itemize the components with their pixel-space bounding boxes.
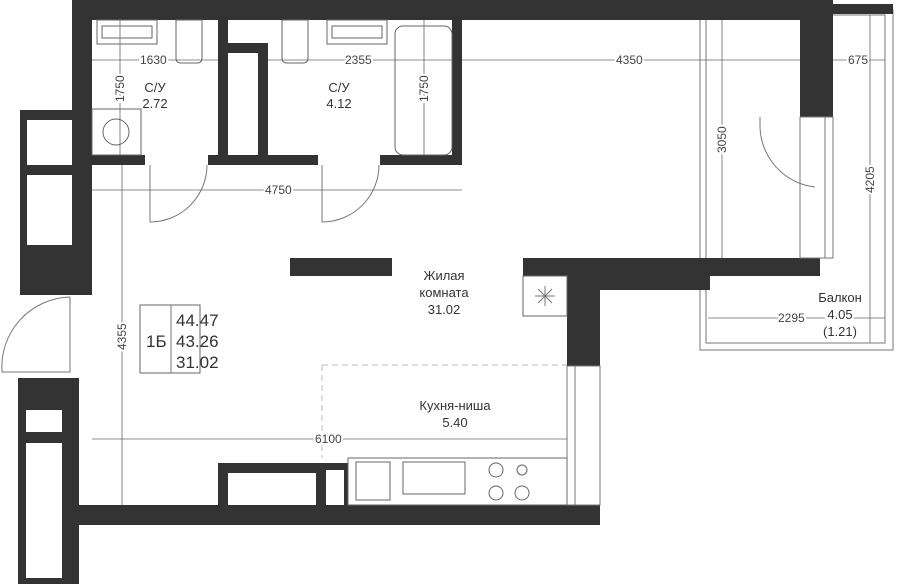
- living-name-2: комната: [419, 285, 469, 300]
- room-labels: С/У 2.72 С/У 4.12 Жилая комната 31.02 Ку…: [142, 80, 861, 430]
- dim-balcony-top: 675: [848, 53, 868, 67]
- dim-bath1-depth: 1750: [113, 75, 127, 102]
- bath2-name: С/У: [328, 80, 350, 95]
- dim-apartment-depth: 4355: [115, 323, 129, 350]
- kitchen-name: Кухня-ниша: [419, 398, 491, 413]
- balcony-area: 4.05: [827, 307, 852, 322]
- doors: [1, 117, 816, 373]
- dim-room-depth: 3050: [715, 126, 729, 153]
- balcony-area-reduced: (1.21): [823, 324, 857, 339]
- bath2-area: 4.12: [326, 96, 351, 111]
- total-area: 44.47: [176, 311, 219, 330]
- apartment-type: 1Б: [146, 332, 167, 351]
- living-name-1: Жилая: [423, 268, 464, 283]
- walls: [18, 0, 833, 584]
- bath1-area: 2.72: [142, 96, 167, 111]
- dim-balcony-width: 2295: [778, 311, 805, 325]
- bath1-name: С/У: [144, 80, 166, 95]
- dim-bath1-width: 1630: [140, 53, 167, 67]
- dim-balcony-length: 4205: [863, 166, 877, 193]
- dimension-labels: 1630 2355 4350 675 4750 2295 6100 1750 1…: [111, 51, 879, 448]
- dimension-lines: [92, 15, 885, 505]
- windows: [566, 116, 834, 506]
- living-area: 31.02: [428, 302, 461, 317]
- kitchen-area: 5.40: [442, 415, 467, 430]
- dim-bath2-width: 2355: [345, 53, 372, 67]
- dim-bath2-depth: 1750: [417, 75, 431, 102]
- dim-apartment-width: 6100: [315, 432, 342, 446]
- area-summary: 1Б 44.47 43.26 31.02: [146, 311, 219, 372]
- dim-corridor-width: 4750: [265, 183, 292, 197]
- area-without-balcony: 43.26: [176, 332, 219, 351]
- fixtures: [91, 19, 568, 506]
- living-area-summary: 31.02: [176, 353, 219, 372]
- dim-top-room-width: 4350: [616, 53, 643, 67]
- balcony-name: Балкон: [818, 290, 862, 305]
